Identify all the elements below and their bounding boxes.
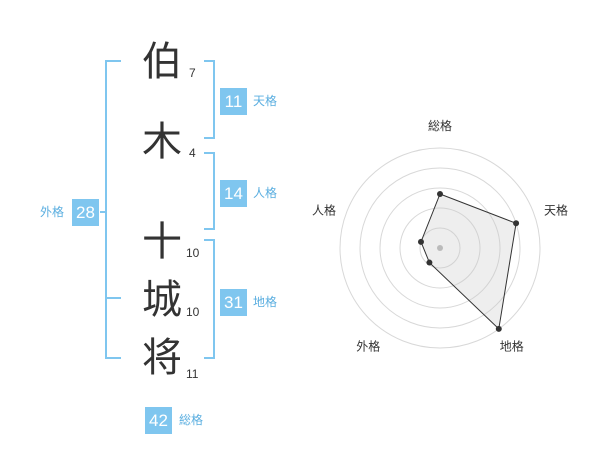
jinkaku-value-badge: 14 — [220, 180, 247, 207]
tenkaku-bracket — [204, 60, 215, 139]
name-char-1: 伯 — [142, 39, 182, 85]
chikaku-value-badge: 31 — [220, 289, 247, 316]
radar-data-area — [420, 193, 517, 330]
radar-data-point — [495, 325, 502, 332]
stroke-count-3: 10 — [186, 246, 200, 260]
soukaku-label: 総格 — [179, 413, 204, 427]
gaikaku-label: 外格 — [40, 205, 65, 219]
radar-grid-ring — [339, 147, 541, 349]
radar-grid-ring — [419, 227, 461, 269]
jinkaku-label: 人格 — [253, 186, 278, 200]
radar-data-point — [417, 238, 424, 245]
stroke-count-4: 10 — [186, 305, 200, 319]
radar-data-point — [426, 259, 433, 266]
chikaku-label: 地格 — [253, 295, 278, 309]
radar-data-point — [513, 220, 520, 227]
stroke-count-2: 4 — [189, 146, 196, 160]
radar-grid-ring — [379, 187, 501, 309]
gaikaku-value-badge: 28 — [72, 199, 99, 226]
radar-axis-label: 地格 — [500, 339, 524, 354]
radar-grid-ring — [359, 167, 521, 329]
radar-axis-label: 外格 — [356, 339, 380, 354]
soukaku-value-badge: 42 — [145, 407, 172, 434]
radar-axis-label: 総格 — [428, 118, 452, 133]
radar-data-point — [437, 191, 443, 197]
chikaku-bracket — [204, 239, 215, 359]
gaikaku-bracket-outer — [105, 60, 121, 359]
radar-grid-ring — [399, 207, 481, 289]
name-char-5: 将 — [142, 335, 182, 381]
name-char-4: 城 — [142, 277, 182, 323]
stroke-count-5: 11 — [186, 367, 199, 381]
radar-center-point — [437, 245, 443, 251]
radar-axis-label: 天格 — [544, 202, 568, 217]
stroke-count-1: 7 — [189, 66, 196, 80]
name-char-2: 木 — [142, 119, 182, 165]
name-char-3: 十 — [142, 219, 182, 265]
radar-axis-label: 人格 — [312, 202, 336, 217]
tenkaku-value-badge: 11 — [220, 88, 247, 115]
jinkaku-bracket — [204, 152, 215, 230]
tenkaku-label: 天格 — [253, 94, 278, 108]
